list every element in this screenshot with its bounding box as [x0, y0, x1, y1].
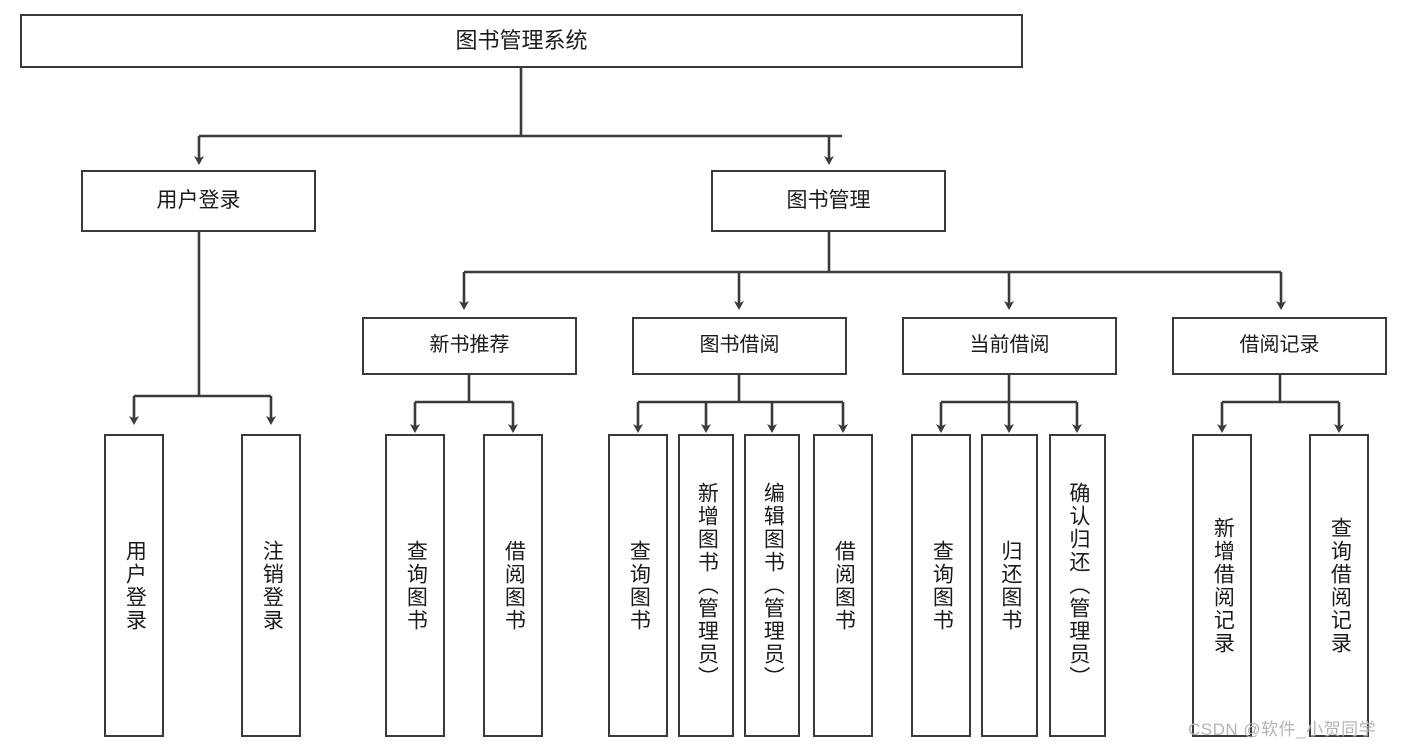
node-user-login[interactable]: 用户登录	[81, 170, 316, 232]
node-leaf-user-login-label: 用户登录	[123, 539, 147, 632]
node-leaf-borrow-book-2-label: 借阅图书	[832, 539, 856, 632]
node-leaf-borrow-book-2[interactable]: 借阅图书	[813, 434, 873, 737]
node-leaf-query-book-1-label: 查询图书	[404, 539, 428, 632]
node-leaf-add-record-label: 新增借阅记录	[1211, 516, 1235, 655]
node-leaf-edit-book[interactable]: 编辑图书（管理员）	[744, 434, 800, 737]
node-book-manage[interactable]: 图书管理	[711, 170, 946, 232]
node-leaf-query-record-label: 查询借阅记录	[1328, 516, 1352, 655]
node-leaf-add-book[interactable]: 新增图书（管理员）	[678, 434, 734, 737]
node-leaf-add-record[interactable]: 新增借阅记录	[1192, 434, 1252, 737]
node-leaf-confirm-return[interactable]: 确认归还（管理员）	[1049, 434, 1106, 737]
node-borrow-record[interactable]: 借阅记录	[1172, 317, 1387, 375]
node-leaf-query-record[interactable]: 查询借阅记录	[1309, 434, 1369, 737]
node-leaf-borrow-book-1-label: 借阅图书	[502, 539, 526, 632]
node-leaf-confirm-return-label: 确认归还（管理员）	[1066, 482, 1090, 689]
node-leaf-query-book-3-label: 查询图书	[930, 539, 954, 632]
node-new-book-rec[interactable]: 新书推荐	[362, 317, 577, 375]
node-new-book-rec-label: 新书推荐	[429, 334, 510, 357]
node-leaf-query-book-1[interactable]: 查询图书	[385, 434, 445, 737]
node-leaf-logout[interactable]: 注销登录	[241, 434, 301, 737]
node-current-borrow-label: 当前借阅	[969, 334, 1050, 357]
node-book-borrow[interactable]: 图书借阅	[632, 317, 847, 375]
node-borrow-record-label: 借阅记录	[1239, 334, 1320, 357]
node-book-manage-label: 图书管理	[786, 188, 871, 212]
node-leaf-query-book-3[interactable]: 查询图书	[911, 434, 971, 737]
node-leaf-user-login[interactable]: 用户登录	[104, 434, 164, 737]
node-leaf-return-book-label: 归还图书	[998, 539, 1022, 632]
node-leaf-query-book-2-label: 查询图书	[627, 539, 651, 632]
node-leaf-return-book[interactable]: 归还图书	[981, 434, 1038, 737]
node-leaf-logout-label: 注销登录	[260, 539, 284, 632]
node-user-login-label: 用户登录	[156, 188, 241, 212]
node-root-label: 图书管理系统	[455, 28, 588, 54]
node-leaf-add-book-label: 新增图书（管理员）	[695, 482, 719, 689]
node-leaf-query-book-2[interactable]: 查询图书	[608, 434, 668, 737]
node-root[interactable]: 图书管理系统	[20, 14, 1023, 68]
csdn-watermark: CSDN @软件_小贺同学	[1188, 720, 1377, 739]
node-current-borrow[interactable]: 当前借阅	[902, 317, 1117, 375]
node-leaf-edit-book-label: 编辑图书（管理员）	[761, 482, 785, 689]
node-book-borrow-label: 图书借阅	[699, 334, 780, 357]
node-leaf-borrow-book-1[interactable]: 借阅图书	[483, 434, 543, 737]
